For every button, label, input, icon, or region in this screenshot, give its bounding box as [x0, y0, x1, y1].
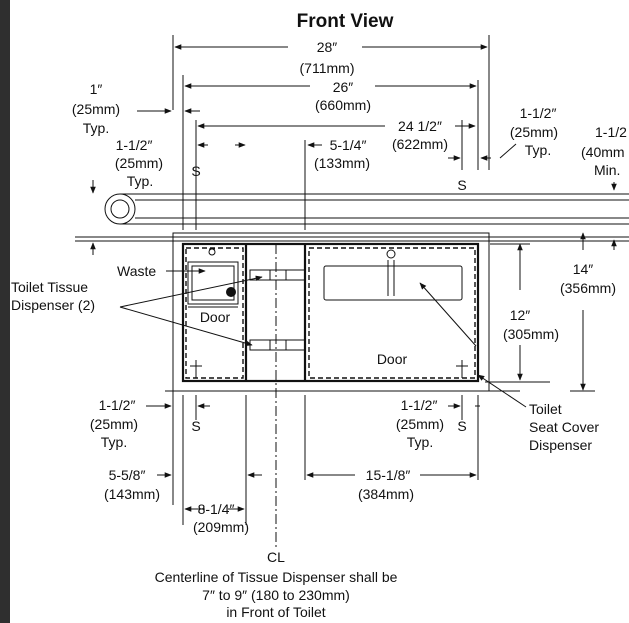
centerline-symbol: CL [267, 549, 285, 565]
grab-bar [104, 193, 629, 225]
wall-reference-lines [75, 236, 629, 392]
dim-overall-width-mm: (711mm) [300, 60, 355, 76]
dim-bottom-left-s-mm: (25mm) [90, 416, 138, 432]
dim-bottom-left-s: 1-1/2″ [99, 397, 136, 413]
cabinet [172, 232, 490, 392]
dim-left-edge-mm: (25mm) [72, 101, 120, 117]
seat-cover-label-2: Seat Cover [529, 419, 599, 435]
seat-cover-label-3: Dispenser [529, 437, 592, 453]
dim-right-s: 1-1/2″ [520, 105, 557, 121]
dim-left-s-typ: Typ. [127, 173, 153, 189]
screw-markers [190, 360, 468, 378]
dim-right-min-label: Min. [594, 162, 620, 178]
dim-inner-width: 26″ [333, 79, 354, 95]
bottom-dims [146, 391, 480, 525]
door-left-label: Door [200, 309, 231, 325]
door-right-label: Door [377, 351, 408, 367]
dim-inner-width-mm: (660mm) [315, 97, 371, 113]
dim-bottom-right-s-mm: (25mm) [396, 416, 444, 432]
dim-top-width: 24 1/2″ [398, 118, 442, 134]
dim-right-s-typ: Typ. [525, 142, 551, 158]
dim-bar-offset: 5-1/4″ [330, 137, 367, 153]
dim-left-s: 1-1/2″ [116, 137, 153, 153]
dim-top-width-mm: (622mm) [392, 136, 448, 152]
dim-right-min: 1-1/2 [595, 124, 627, 140]
dim-8-1-4-mm: (209mm) [193, 519, 249, 535]
dim-right-s-mm: (25mm) [510, 124, 558, 140]
leader-lines [119, 268, 527, 408]
dim-overall-width: 28″ [317, 39, 338, 55]
s-marker-top-left: S [191, 163, 200, 179]
dim-left-s-mm: (25mm) [115, 155, 163, 171]
s-marker-top-right: S [457, 177, 466, 193]
dim-bottom-right-s-typ: Typ. [407, 434, 433, 450]
dim-height-14-mm: (356mm) [560, 280, 616, 296]
dimension-lines [137, 44, 517, 161]
dim-left-edge: 1″ [90, 81, 103, 97]
dim-right-min-mm: (40mm [581, 144, 625, 160]
dim-15-1-8-mm: (384mm) [358, 486, 414, 502]
dim-15-1-8: 15-1/8″ [366, 467, 411, 483]
seat-cover-label-1: Toilet [529, 401, 562, 417]
dim-bottom-left-s-typ: Typ. [101, 434, 127, 450]
extension-lines [172, 35, 490, 230]
dim-bottom-right-s: 1-1/2″ [401, 397, 438, 413]
toilet-tissue-label: Toilet Tissue [11, 279, 88, 295]
drawing-title: Front View [297, 11, 394, 32]
dispenser-count-label: Dispenser (2) [11, 297, 95, 313]
note-line-2: 7″ to 9″ (180 to 230mm) [202, 587, 350, 603]
s-marker-bottom-right: S [457, 418, 466, 434]
dim-5-5-8: 5-5/8″ [109, 467, 146, 483]
note-line-3: in Front of Toilet [226, 604, 325, 620]
dim-height-12: 12″ [510, 307, 531, 323]
dim-height-14: 14″ [573, 261, 594, 277]
dim-8-1-4: 8-1/4″ [198, 501, 235, 517]
seat-cover-slot [323, 249, 463, 301]
dim-left-edge-typ: Typ. [83, 120, 109, 136]
note-line-1: Centerline of Tissue Dispenser shall be [155, 569, 398, 585]
dim-height-12-mm: (305mm) [503, 326, 559, 342]
right-vertical-dims [490, 182, 617, 392]
s-marker-bottom-left: S [191, 418, 200, 434]
dim-bar-offset-mm: (133mm) [314, 155, 370, 171]
tissue-dispensers [249, 269, 306, 351]
dim-5-5-8-mm: (143mm) [104, 486, 160, 502]
waste-compartment [187, 248, 239, 308]
waste-label: Waste [117, 263, 156, 279]
left-edge-bar [0, 0, 10, 623]
